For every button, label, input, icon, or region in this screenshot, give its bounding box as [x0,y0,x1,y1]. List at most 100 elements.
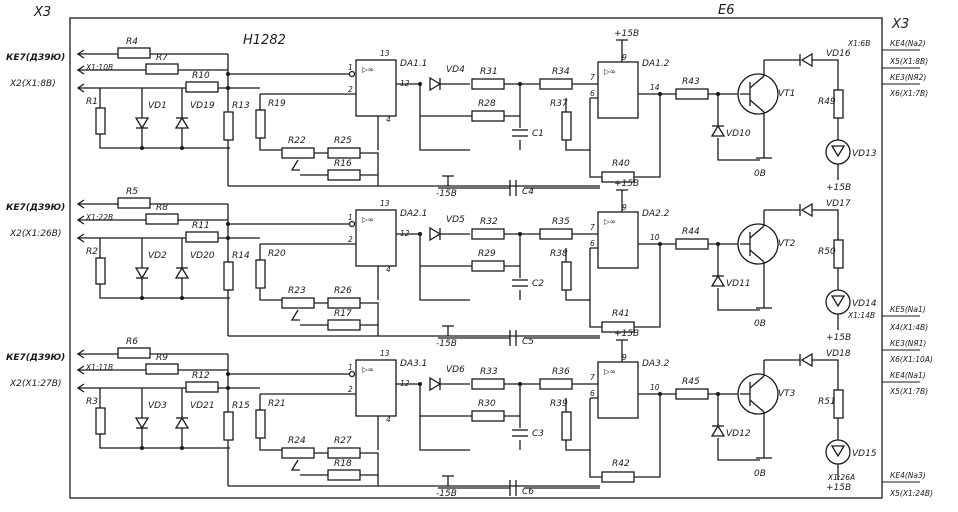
input-wire-label: КЕ7(ДЗ9Ю) [6,53,65,63]
pin-label: 13 [380,199,390,208]
svg-text:▷∞: ▷∞ [362,65,374,74]
pin-label: 7 [590,73,595,82]
trans-label: VT2 [778,239,796,249]
channels: КЕ7(ДЗ9Ю) Х2(Х1:8В) X1:10В R4 R7 R10 R1 … [6,29,877,499]
board-frame [69,17,883,499]
diode-label: VD11 [726,279,751,289]
diode-label: VD21 [190,401,215,411]
left-connector-label: Х3 [33,5,51,20]
res-label: R50 [818,247,836,257]
res-label: R6 [126,337,138,347]
pin-label: 4 [386,115,391,124]
res-label: R37 [550,99,568,109]
led-label: VD13 [852,149,877,159]
right-conn-label: Х5(Х1:7В) [889,387,928,396]
right-conn-label: X1:14В [847,311,875,320]
led-label: VD15 [852,449,877,459]
channel-1: КЕ7(ДЗ9Ю) Х2(Х1:8В) X1:10В R4 R7 R10 R1 … [6,29,877,199]
diode-label: VD16 [826,49,851,59]
trans-label: VT3 [778,389,796,399]
svg-text:▷∞: ▷∞ [604,217,616,226]
pin-label: 9 [622,353,627,362]
res-label: R23 [288,286,306,296]
res-label: R27 [334,436,352,446]
pin-label: 2 [348,85,353,94]
channel-2: КЕ7(ДЗ9Ю) Х2(Х1:26В) X1:22В R5 R8 R11 R2… [6,179,877,349]
supply-label: -15В [436,489,457,499]
ground-label: 0В [754,319,766,329]
right-conn-label: Х6(Х1:10А) [889,355,933,364]
res-label: R36 [552,367,570,377]
pin-label: 7 [590,373,595,382]
input-pin-a: X1:10В [85,63,113,72]
pin-label: 9 [622,53,627,62]
supply-label: +15В [614,179,639,189]
block-label: Е6 [718,3,735,18]
amp-label: DA3.2 [642,359,670,369]
res-label: R10 [192,71,210,81]
res-label: R32 [480,217,498,227]
input-wire-label: КЕ7(ДЗ9Ю) [6,203,65,213]
right-conn-label: КЕ5(Nа1) [890,305,926,314]
channel-3: КЕ7(ДЗ9Ю) Х2(Х1:27В) X1:11В R6 R9 R12 R3… [6,329,877,499]
pin-label: 2 [348,235,353,244]
res-label: R25 [334,136,352,146]
res-label: R20 [268,249,286,259]
diode-label: VD18 [826,349,851,359]
supply-label: -15В [436,339,457,349]
res-label: R1 [86,97,98,107]
cap-label: C5 [522,337,534,347]
res-label: R34 [552,67,570,77]
pin-label: 2 [348,385,353,394]
diode-label: VD20 [190,251,215,261]
pin-label: 13 [380,349,390,358]
ground-label: 0В [754,469,766,479]
res-label: R44 [682,227,700,237]
led-label: VD14 [852,299,877,309]
res-label: R2 [86,247,98,257]
res-label: R49 [818,97,836,107]
right-conn-label: X1:26А [827,473,855,482]
diode-label: VD4 [446,65,465,75]
diode-label: VD10 [726,129,751,139]
res-label: R39 [550,399,568,409]
cap-label: C4 [522,187,534,197]
supply-label: +15В [614,329,639,339]
res-label: R28 [478,99,496,109]
pin-label: 6 [590,89,595,98]
supply-label: +15В [826,483,851,493]
pin-label: 4 [386,415,391,424]
res-label: R30 [478,399,496,409]
diode-label: VD3 [148,401,167,411]
res-label: R24 [288,436,306,446]
amp-label: DA2.2 [642,209,670,219]
pin-label: 6 [590,239,595,248]
res-label: R8 [156,203,168,213]
res-label: R13 [232,101,250,111]
res-label: R26 [334,286,352,296]
res-label: R21 [268,399,286,409]
svg-text:▷∞: ▷∞ [362,215,374,224]
res-label: R41 [612,309,630,319]
res-label: R11 [192,221,210,231]
res-label: R7 [156,53,168,63]
res-label: R33 [480,367,498,377]
right-conn-label: КЕ4(Nа2) [890,39,926,48]
right-conn-label: Х5(Х1:24В) [889,489,933,498]
right-conn-label: КЕ4(Nа3) [890,471,926,480]
amp-label: DA3.1 [400,359,427,369]
right-conn-label: Х4(Х1:4В) [889,323,928,332]
diode-label: VD2 [148,251,167,261]
diode-label: VD12 [726,429,751,439]
supply-label: +15В [614,29,639,39]
pin-label: 6 [590,389,595,398]
res-label: R19 [268,99,286,109]
input-pin-a: X1:11В [85,363,113,372]
amp-label: DA1.2 [642,59,670,69]
input-wire-label: КЕ7(ДЗ9Ю) [6,353,65,363]
right-connector-wires [882,49,920,483]
pin-label: 9 [622,203,627,212]
input-pin-b: Х2(Х1:27В) [9,379,61,389]
res-label: R17 [334,309,352,319]
